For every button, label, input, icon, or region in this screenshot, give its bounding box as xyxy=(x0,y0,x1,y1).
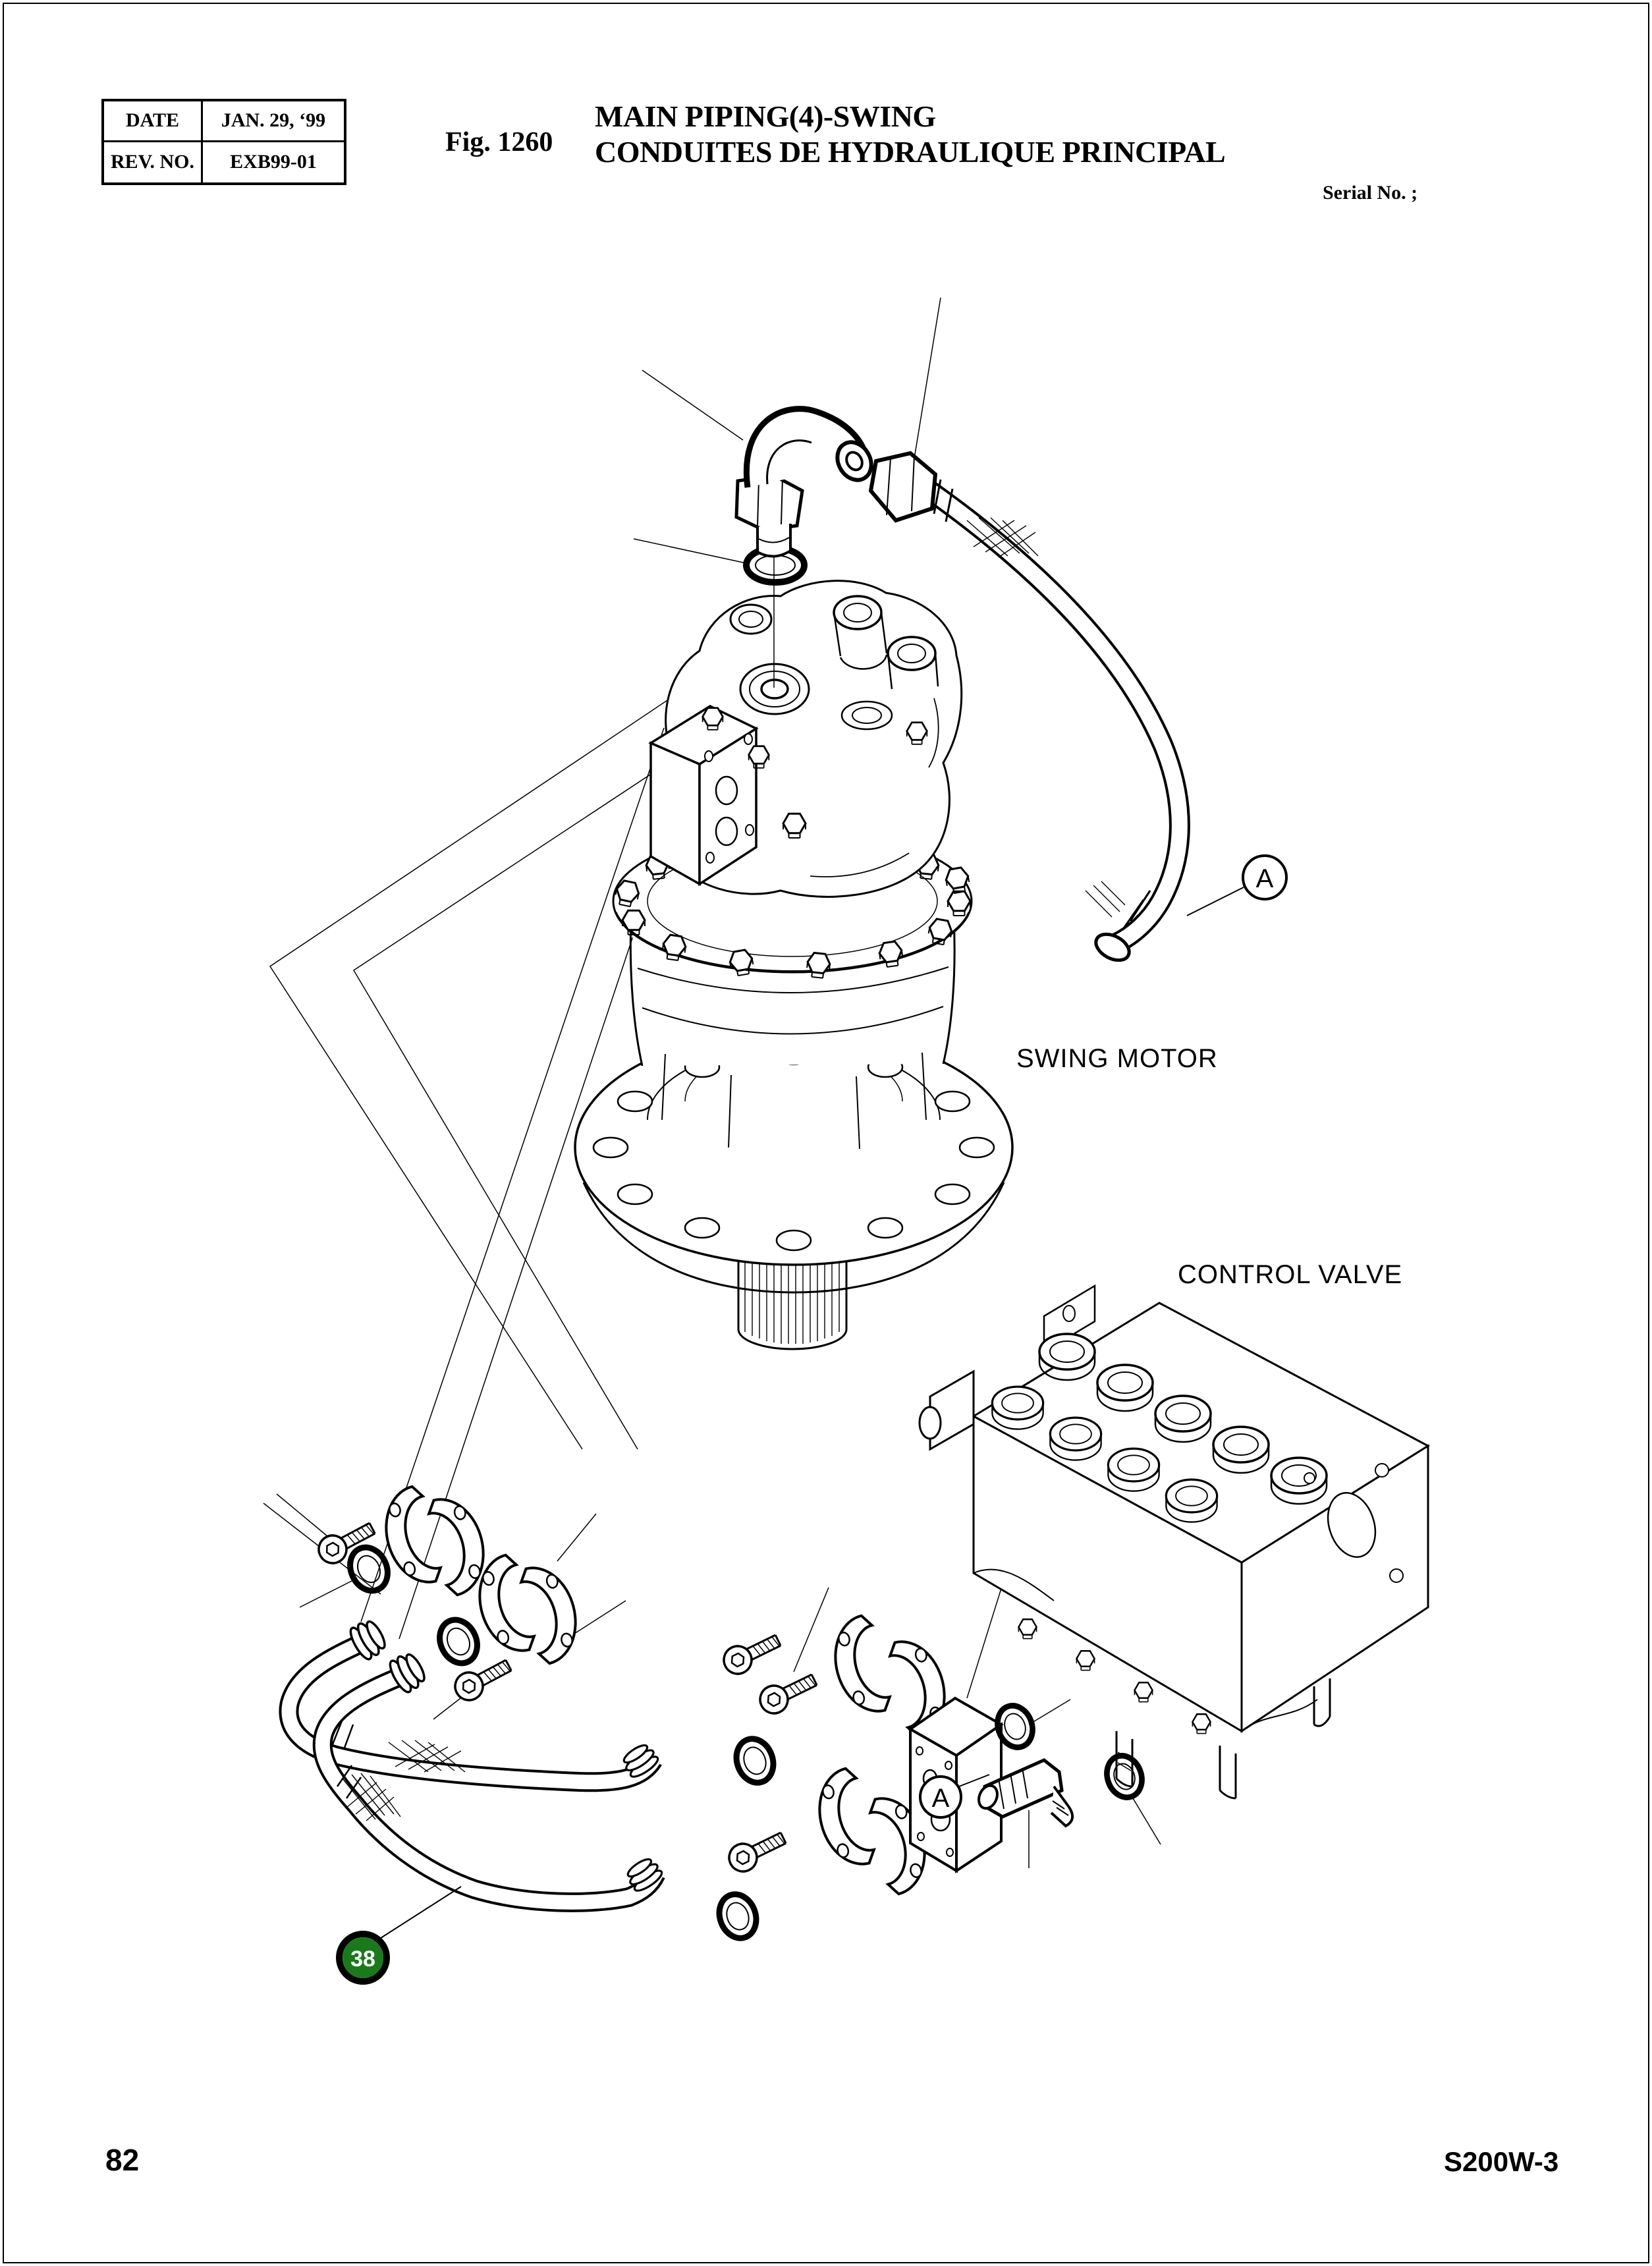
connection-a-circle xyxy=(919,1775,962,1819)
figure-number: Fig. 1260 xyxy=(445,127,553,157)
swing-pipe-upper xyxy=(279,1615,662,1792)
motor-head-casting xyxy=(648,524,963,898)
rev-no-label: REV. NO. xyxy=(104,142,203,182)
hose-nut xyxy=(868,451,938,523)
o-ring xyxy=(343,1541,395,1597)
control-valve-assembly: CONTROL VALVE xyxy=(918,1260,1430,1800)
connection-marker-bottom: A xyxy=(919,1774,990,1819)
motor-ports xyxy=(729,595,939,731)
connection-a-label: A xyxy=(1256,864,1274,893)
swing-motor-label: SWING MOTOR xyxy=(1016,1044,1218,1073)
swing-motor-assembly: SWING MOTOR xyxy=(574,406,1218,1350)
splined-shaft xyxy=(737,1256,848,1350)
swing-pipe-lower xyxy=(312,1648,666,1912)
motor-base-flange xyxy=(574,1029,1014,1294)
socket-bolt xyxy=(754,1666,822,1719)
left-fastener-cluster xyxy=(312,1483,587,1707)
hose-braid-pattern xyxy=(966,517,1126,918)
valve-elbow-adapter xyxy=(977,1701,1147,1828)
document-code: S200W-3 xyxy=(1444,2146,1559,2177)
balloon-number: 38 xyxy=(350,1947,375,1972)
pipe-braid-pattern xyxy=(342,1773,401,1821)
serial-number-label: Serial No. ; xyxy=(1323,182,1418,204)
date-value: JAN. 29, ‘99 xyxy=(203,101,344,142)
socket-bolt xyxy=(312,1514,380,1570)
connection-a-circle xyxy=(1242,854,1288,900)
date-label: DATE xyxy=(104,101,203,142)
hose-end-nut xyxy=(1094,932,1131,962)
figure-title: MAIN PIPING(4)-SWING CONDUITES DE HYDRAU… xyxy=(595,99,1226,171)
o-ring xyxy=(433,1614,484,1669)
motor-center-boss xyxy=(739,663,810,715)
o-ring xyxy=(713,1889,762,1943)
swing-hose xyxy=(868,451,1190,962)
socket-bolt xyxy=(718,1626,786,1680)
control-valve-label: CONTROL VALVE xyxy=(1178,1260,1402,1289)
main-piping-group xyxy=(279,1483,1147,1943)
o-ring xyxy=(730,1734,779,1788)
socket-bolt xyxy=(723,1824,791,1877)
figure-title-french: CONDUITES DE HYDRAULIQUE PRINCIPAL xyxy=(595,135,1226,169)
figure-title-english: MAIN PIPING(4)-SWING xyxy=(595,99,936,133)
o-ring xyxy=(1101,1751,1147,1802)
elbow-fitting xyxy=(734,406,873,558)
pipe-braid-pattern xyxy=(388,1740,466,1773)
part-number-balloon-38: 38 xyxy=(336,1886,462,1985)
connection-marker-top: A xyxy=(1186,854,1288,916)
motor-port-block xyxy=(648,705,759,887)
connection-a-label: A xyxy=(932,1784,950,1813)
valve-end-plate xyxy=(1304,1463,1404,1583)
split-flange-clamp xyxy=(824,1612,895,1721)
revision-table: DATE JAN. 29, ‘99 REV. NO. EXB99-01 xyxy=(101,99,346,185)
page-number: 82 xyxy=(105,2143,140,2177)
split-flange-clamp xyxy=(808,1765,879,1873)
balloon-fill xyxy=(343,1937,383,1978)
rev-no-value: EXB99-01 xyxy=(230,151,317,173)
